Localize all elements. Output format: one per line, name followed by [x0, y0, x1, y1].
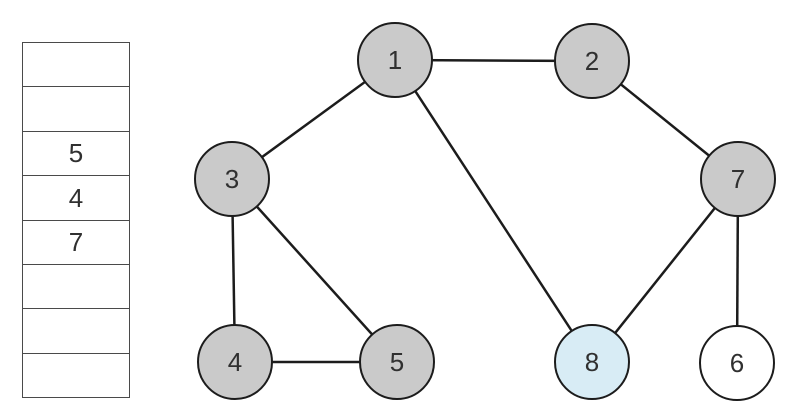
graph-node-label-1: 1	[388, 45, 402, 75]
stack-cell-6	[23, 265, 129, 310]
stack-cell-3: 5	[23, 132, 129, 177]
graph-node-2	[554, 23, 630, 99]
graph-node-label-7: 7	[731, 164, 745, 194]
stack-cell-7	[23, 309, 129, 354]
graph-node-6	[699, 325, 775, 401]
graph-node-8	[554, 324, 630, 400]
stack-cell-4: 4	[23, 176, 129, 221]
graph-node-label-6: 6	[730, 348, 744, 378]
graph-node-label-2: 2	[585, 46, 599, 76]
graph-node-1	[357, 22, 433, 98]
graph-edge-7-8	[591, 178, 739, 363]
graph-node-label-5: 5	[390, 347, 404, 377]
graph-edge-3-5	[231, 178, 398, 363]
graph-node-label-8: 8	[585, 347, 599, 377]
graph-node-4	[197, 324, 273, 400]
stack-cell-5: 7	[23, 221, 129, 265]
graph-node-label-4: 4	[228, 347, 242, 377]
graph-node-7	[700, 141, 776, 217]
graph-edge-1-8	[393, 59, 594, 363]
stack-cell-8	[23, 354, 129, 397]
stack-cell-2	[23, 87, 129, 132]
stack-cell-1	[23, 43, 129, 88]
graph-node-5	[359, 324, 435, 400]
graph-node-label-3: 3	[225, 164, 239, 194]
graph-node-3	[194, 141, 270, 217]
